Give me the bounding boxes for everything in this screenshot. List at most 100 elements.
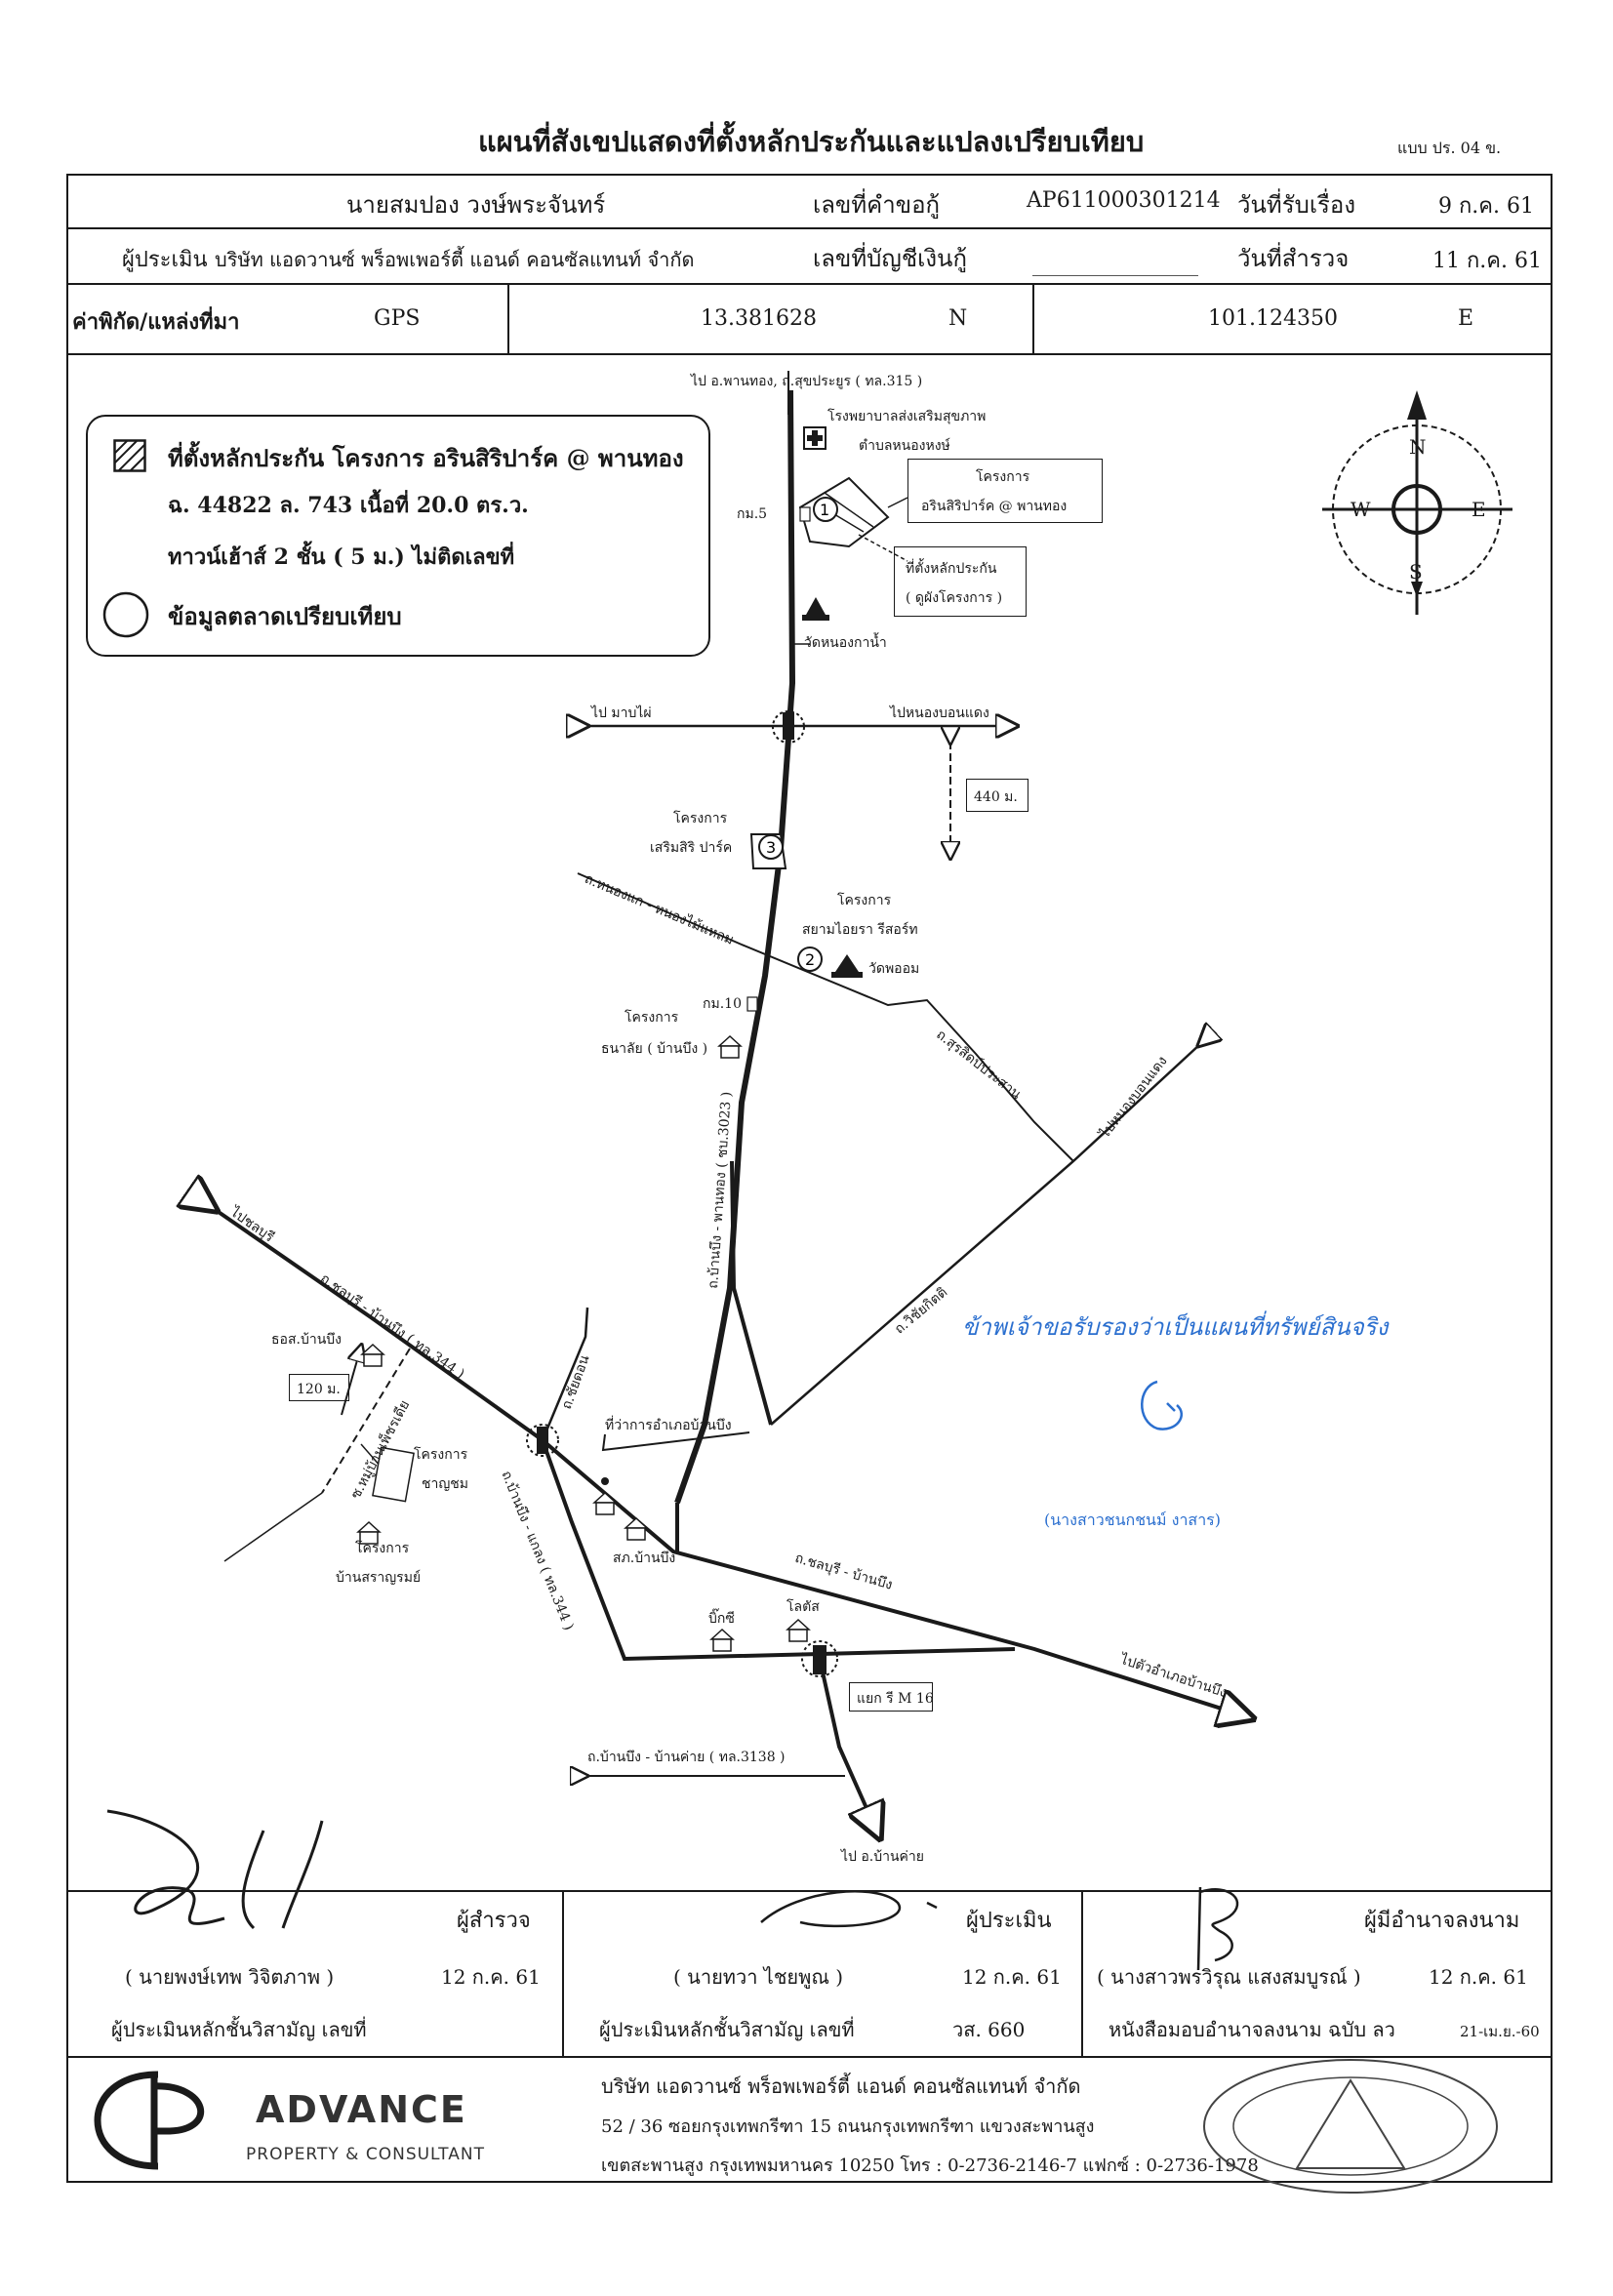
surveyor-role: ผู้สำรวจ <box>457 1909 531 1933</box>
handwritten-initial-icon <box>1141 1380 1183 1430</box>
label-bank: ธอส.บ้านบึง <box>271 1332 342 1348</box>
label-road-3138: ถ.บ้านบึง - บ้านค่าย ( ทล.3138 ) <box>587 1750 786 1765</box>
request-no: AP611000301214 <box>1027 188 1221 213</box>
road-3138 <box>818 1658 878 1834</box>
label-thanalai-1: โครงการ <box>625 1010 679 1026</box>
appraiser-role: ผู้ประเมิน <box>966 1909 1052 1933</box>
coords-lon-dir: E <box>1458 306 1474 331</box>
compass-w: W <box>1351 498 1371 521</box>
label-proj2-1: โครงการ <box>837 893 892 908</box>
label-proj3-2: เสริมสิริ ปาร์ค <box>650 840 733 856</box>
label-bigc: บิ๊กซี <box>708 1611 735 1627</box>
coords-lat-dir: N <box>948 306 968 331</box>
label-sara-2: บ้านสราญรมย์ <box>336 1570 422 1586</box>
temple-icon-1 <box>802 597 829 621</box>
marker-2-icon: 2 <box>797 947 823 972</box>
label-junction: แยก รี M 16 <box>857 1691 934 1707</box>
svg-text:3: 3 <box>766 838 776 857</box>
note-name: (นางสาวชนกชนม์ งาสาร) <box>1044 1511 1222 1529</box>
survey-label: วันที่สำรวจ <box>1237 245 1350 272</box>
surveyor-license: ผู้ประเมินหลักชั้นวิสามัญ เลขที่ <box>111 2018 367 2041</box>
label-to-mabphai: ไป มาบไผ่ <box>591 705 652 721</box>
authorizer-role: ผู้มีอำนาจลงนาม <box>1364 1909 1520 1933</box>
compass-n: N <box>1409 435 1427 459</box>
collateral-callout <box>894 546 1027 617</box>
label-proj3-1: โครงการ <box>673 811 728 826</box>
surveyor-name: ( นายพงษ์เทพ วิจิตภาพ ) <box>125 1965 335 1989</box>
label-sara-1: โครงการ <box>355 1541 410 1556</box>
coords-source: GPS <box>374 306 421 331</box>
svg-text:2: 2 <box>805 950 815 969</box>
label-dist-440: 440 ม. <box>974 789 1018 805</box>
compass-s: S <box>1409 560 1423 584</box>
authorizer-date: 12 ก.ค. 61 <box>1429 1965 1528 1989</box>
legend-line-1: ที่ตั้งหลักประกัน โครงการ อรินสิริปาร์ค … <box>168 444 684 472</box>
label-hospital-1: โรงพยาบาลส่งเสริมสุขภาพ <box>827 409 987 424</box>
form-code: แบบ ปร. 04 ข. <box>1397 139 1502 157</box>
label-thanalai-2: ธนาลัย ( บ้านบึง ) <box>601 1041 708 1057</box>
house-icon-district <box>592 1491 618 1515</box>
footer-box <box>66 2056 1553 2183</box>
label-dist-120: 120 ม. <box>297 1382 341 1397</box>
label-wat-phoiom: วัดพออม <box>868 961 920 977</box>
received-label: วันที่รับเรื่อง <box>1237 191 1356 219</box>
company-brand: ADVANCE <box>256 2088 467 2131</box>
label-proj2-2: สยามไอยรา รีสอร์ท <box>802 922 918 938</box>
coords-lat: 13.381628 <box>701 306 817 331</box>
appraiser-license: ผู้ประเมินหลักชั้นวิสามัญ เลขที่ <box>599 2018 855 2041</box>
traffic-light-icon-1 <box>772 710 805 744</box>
company-stamp-icon <box>1203 2059 1498 2194</box>
footer-address-2: เขตสะพานสูง กรุงเทพมหานคร 10250 โทร : 0-… <box>601 2155 1259 2176</box>
label-collateral-1: ที่ตั้งหลักประกัน <box>906 561 997 577</box>
km-post-icon-10 <box>746 996 758 1012</box>
traffic-light-icon-3 <box>801 1640 838 1677</box>
label-police: สภ.บ้านบึง <box>613 1551 676 1566</box>
label-hospital-2: ตำบลหนองหงษ์ <box>859 438 950 454</box>
label-to-nongbondaeng: ไปหนองบอนแดง <box>890 705 989 721</box>
label-wat-nongkana: วัดหนองกาน้ำ <box>804 635 887 651</box>
label-to-bankhai: ไป อ.บ้านค่าย <box>841 1849 924 1865</box>
svg-text:1: 1 <box>820 501 829 519</box>
hospital-icon <box>803 426 827 450</box>
owner-name: นายสมปอง วงษ์พระจันทร์ <box>346 191 606 219</box>
surveyor-date: 12 ก.ค. 61 <box>441 1965 541 1989</box>
survey-date: 11 ก.ค. 61 <box>1432 249 1542 273</box>
label-project-box-1: โครงการ <box>976 469 1030 485</box>
account-label: เลขที่บัญชีเงินกู้ <box>813 245 967 272</box>
legend-box <box>86 415 710 657</box>
compass-icon <box>1322 390 1512 615</box>
appraiser-company: บริษัท แอดวานซ์ พร็อพเพอร์ตี้ แอนด์ คอนซ… <box>215 248 695 271</box>
house-icon-thanalai <box>717 1034 743 1059</box>
legend-line-2: ฉ. 44822 ล. 743 เนื้อที่ 20.0 ตร.ว. <box>168 493 529 518</box>
page-title: แผนที่สังเขปแสดงที่ตั้งหลักประกันและแปลง… <box>478 125 1145 158</box>
coords-label: ค่าพิกัด/แหล่งที่มา <box>72 309 240 335</box>
appraiser-label: ผู้ประเมิน <box>122 248 208 272</box>
authorizer-name: ( นางสาวพรวิรุณ แสงสมบูรณ์ ) <box>1097 1965 1361 1989</box>
authorizer-doc: หนังสือมอบอำนาจลงนาม ฉบับ ลว <box>1109 2018 1395 2041</box>
authorizer-signature-icon <box>1196 1886 1239 1971</box>
appraiser-date: 12 ก.ค. 61 <box>962 1965 1062 1989</box>
label-chanchom-2: ชาญชม <box>422 1476 469 1492</box>
label-collateral-2: ( ดูผังโครงการ ) <box>906 590 1003 606</box>
label-km5: กม.5 <box>737 506 768 522</box>
authorizer-doc-date: 21-เม.ย.-60 <box>1460 2023 1540 2040</box>
road-nongkae <box>577 872 1074 1162</box>
signature-table <box>66 1890 1553 2058</box>
house-icon-sara <box>356 1520 382 1545</box>
request-no-label: เลขที่คำขอกู้ <box>813 191 941 219</box>
handwritten-note: ข้าพเจ้าขอรับรองว่าเป็นแผนที่ทรัพย์สินจร… <box>962 1313 1389 1341</box>
traffic-light-icon-2 <box>526 1424 559 1457</box>
appraiser-license-no: วส. 660 <box>952 2018 1026 2041</box>
surveyor-signature-icon <box>106 1809 324 1930</box>
road-3023 <box>674 389 796 1504</box>
company-logo-icon <box>94 2071 205 2170</box>
received-date: 9 ก.ค. 61 <box>1438 194 1535 219</box>
label-km10: กม.10 <box>703 996 742 1012</box>
footer-company: บริษัท แอดวานซ์ พร็อพเพอร์ตี้ แอนด์ คอนซ… <box>601 2074 1081 2098</box>
collateral-project-icon <box>798 476 908 562</box>
project-callout <box>907 459 1103 523</box>
label-district-office: ที่ว่าการอำเภอบ้านบึง <box>605 1418 732 1433</box>
label-lotus: โลตัส <box>786 1599 820 1615</box>
marker-3-icon: 3 <box>749 833 787 869</box>
